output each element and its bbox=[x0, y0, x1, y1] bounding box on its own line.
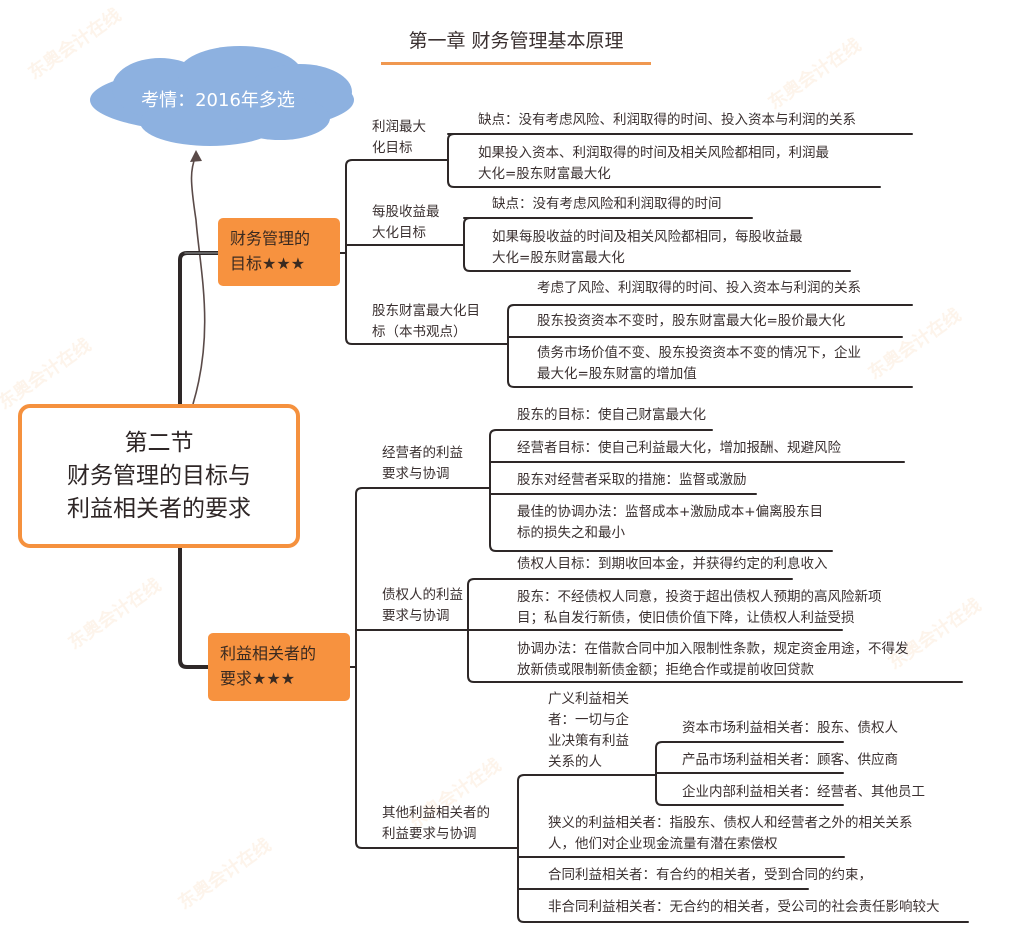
leaf-text: 最大化=股东财富的增加值 bbox=[537, 366, 697, 382]
node-label: 业决策有利益 bbox=[548, 733, 629, 749]
node-label: 股东财富最大化目 bbox=[372, 303, 480, 319]
leaf-item[interactable]: 考虑了风险、利润取得的时间、投入资本与利润的关系 bbox=[537, 278, 861, 299]
node-profit-max[interactable]: 利润最大 化目标 bbox=[372, 117, 426, 159]
leaf-item[interactable]: 缺点：没有考虑风险和利润取得的时间 bbox=[492, 194, 722, 215]
node-label: 债权人的利益 bbox=[382, 587, 463, 603]
branch-label: 要求★★★ bbox=[220, 669, 296, 688]
branch-label: 利益相关者的 bbox=[220, 644, 317, 663]
leaf-item[interactable]: 协调办法：在借款合同中加入限制性条款，规定资金用途，不得发 放新债或限制新债金额… bbox=[517, 639, 909, 681]
root-line: 第二节 bbox=[124, 429, 194, 456]
node-label: 要求与协调 bbox=[382, 466, 450, 482]
title-underline bbox=[381, 62, 651, 65]
node-label: 标（本书观点） bbox=[372, 324, 467, 340]
branch-financial-goals[interactable]: 财务管理的 目标★★★ bbox=[218, 218, 340, 286]
leaf-item[interactable]: 股东的目标：使自己财富最大化 bbox=[517, 405, 706, 426]
leaf-text: 股东投资资本不变时，股东财富最大化=股价最大化 bbox=[537, 313, 846, 329]
watermark: 东奥会计在线 bbox=[0, 334, 96, 414]
leaf-text: 合同利益相关者：有合约的相关者，受到合同的约束， bbox=[548, 867, 872, 883]
leaf-text: 产品市场利益相关者：顾客、供应商 bbox=[682, 752, 898, 768]
watermark: 东奥会计在线 bbox=[174, 834, 276, 914]
node-creditor-interests[interactable]: 债权人的利益 要求与协调 bbox=[382, 585, 463, 627]
leaf-item[interactable]: 债务市场价值不变、股东投资资本不变的情况下，企业 最大化=股东财富的增加值 bbox=[537, 343, 861, 385]
node-label: 利润最大 bbox=[372, 119, 426, 135]
leaf-text: 大化=股东财富最大化 bbox=[478, 166, 611, 182]
leaf-text: 股东：不经债权人同意，投资于超出债权人预期的高风险新项 bbox=[517, 589, 882, 605]
leaf-item[interactable]: 产品市场利益相关者：顾客、供应商 bbox=[682, 750, 898, 771]
leaf-item[interactable]: 如果投入资本、利润取得的时间及相关风险都相同，利润最 大化=股东财富最大化 bbox=[478, 143, 829, 185]
leaf-item[interactable]: 股东投资资本不变时，股东财富最大化=股价最大化 bbox=[537, 311, 845, 332]
exam-note-cloud[interactable]: 考情：2016年多选 bbox=[141, 90, 295, 111]
branch-label: 目标★★★ bbox=[230, 254, 306, 273]
leaf-text: 如果投入资本、利润取得的时间及相关风险都相同，利润最 bbox=[478, 145, 829, 161]
node-label: 大化目标 bbox=[372, 225, 426, 241]
leaf-text: 考虑了风险、利润取得的时间、投入资本与利润的关系 bbox=[537, 280, 861, 296]
leaf-text: 如果每股收益的时间及相关风险都相同，每股收益最 bbox=[492, 229, 803, 245]
watermark: 东奥会计在线 bbox=[864, 304, 966, 384]
watermark: 东奥会计在线 bbox=[24, 4, 126, 84]
branch-stakeholder-requirements[interactable]: 利益相关者的 要求★★★ bbox=[208, 633, 350, 701]
leaf-item[interactable]: 缺点：没有考虑风险、利润取得的时间、投入资本与利润的关系 bbox=[478, 110, 856, 131]
node-label: 化目标 bbox=[372, 140, 413, 156]
node-label: 利益要求与协调 bbox=[382, 826, 477, 842]
leaf-item[interactable]: 最佳的协调办法：监督成本+激励成本+偏离股东目 标的损失之和最小 bbox=[517, 502, 823, 544]
node-broad-stakeholders[interactable]: 广义利益相关 者：一切与企 业决策有利益 关系的人 bbox=[548, 689, 629, 773]
leaf-item[interactable]: 企业内部利益相关者：经营者、其他员工 bbox=[682, 782, 925, 803]
leaf-item[interactable]: 非合同利益相关者：无合约的相关者，受公司的社会责任影响较大 bbox=[548, 897, 940, 918]
leaf-text: 人，他们对企业现金流量有潜在索偿权 bbox=[548, 836, 778, 852]
node-label: 关系的人 bbox=[548, 754, 602, 770]
root-line: 财务管理的目标与 bbox=[67, 462, 251, 489]
leaf-text: 企业内部利益相关者：经营者、其他员工 bbox=[682, 784, 925, 800]
leaf-text: 最佳的协调办法：监督成本+激励成本+偏离股东目 bbox=[517, 504, 824, 520]
leaf-text: 股东对经营者采取的措施：监督或激励 bbox=[517, 472, 747, 488]
node-eps-max[interactable]: 每股收益最 大化目标 bbox=[372, 202, 440, 244]
node-other-stakeholders[interactable]: 其他利益相关者的 利益要求与协调 bbox=[382, 803, 490, 845]
leaf-text: 资本市场利益相关者：股东、债权人 bbox=[682, 720, 898, 736]
leaf-item[interactable]: 狭义的利益相关者：指股东、债权人和经营者之外的相关关系 人，他们对企业现金流量有… bbox=[548, 813, 913, 855]
root-node[interactable]: 第二节 财务管理的目标与 利益相关者的要求 bbox=[18, 404, 300, 548]
leaf-text: 债务市场价值不变、股东投资资本不变的情况下，企业 bbox=[537, 345, 861, 361]
leaf-item[interactable]: 资本市场利益相关者：股东、债权人 bbox=[682, 718, 898, 739]
leaf-text: 大化=股东财富最大化 bbox=[492, 250, 625, 266]
leaf-text: 缺点：没有考虑风险和利润取得的时间 bbox=[492, 196, 722, 212]
node-label: 广义利益相关 bbox=[548, 691, 629, 707]
leaf-text: 狭义的利益相关者：指股东、债权人和经营者之外的相关关系 bbox=[548, 815, 913, 831]
leaf-item[interactable]: 债权人目标：到期收回本金，并获得约定的利息收入 bbox=[517, 554, 828, 575]
leaf-item[interactable]: 股东：不经债权人同意，投资于超出债权人预期的高风险新项 目；私自发行新债，使旧债… bbox=[517, 587, 882, 629]
leaf-item[interactable]: 如果每股收益的时间及相关风险都相同，每股收益最 大化=股东财富最大化 bbox=[492, 227, 803, 269]
leaf-text: 经营者目标：使自己利益最大化，增加报酬、规避风险 bbox=[517, 440, 841, 456]
root-line: 利益相关者的要求 bbox=[67, 495, 251, 522]
node-label: 经营者的利益 bbox=[382, 445, 463, 461]
leaf-text: 放新债或限制新债金额；拒绝合作或提前收回贷款 bbox=[517, 662, 814, 678]
leaf-text: 非合同利益相关者：无合约的相关者，受公司的社会责任影响较大 bbox=[548, 899, 940, 915]
chapter-title: 第一章 财务管理基本原理 bbox=[408, 30, 624, 52]
leaf-item[interactable]: 经营者目标：使自己利益最大化，增加报酬、规避风险 bbox=[517, 438, 841, 459]
leaf-item[interactable]: 合同利益相关者：有合约的相关者，受到合同的约束， bbox=[548, 865, 872, 886]
node-label: 者：一切与企 bbox=[548, 712, 629, 728]
node-shareholder-wealth-max[interactable]: 股东财富最大化目 标（本书观点） bbox=[372, 301, 480, 343]
leaf-text: 股东的目标：使自己财富最大化 bbox=[517, 407, 706, 423]
watermark: 东奥会计在线 bbox=[64, 574, 166, 654]
watermark: 东奥会计在线 bbox=[764, 34, 866, 114]
leaf-item[interactable]: 股东对经营者采取的措施：监督或激励 bbox=[517, 470, 747, 491]
leaf-text: 缺点：没有考虑风险、利润取得的时间、投入资本与利润的关系 bbox=[478, 112, 856, 128]
leaf-text: 债权人目标：到期收回本金，并获得约定的利息收入 bbox=[517, 556, 828, 572]
node-label: 其他利益相关者的 bbox=[382, 805, 490, 821]
node-label: 每股收益最 bbox=[372, 204, 440, 220]
leaf-text: 标的损失之和最小 bbox=[517, 525, 625, 541]
node-manager-interests[interactable]: 经营者的利益 要求与协调 bbox=[382, 443, 463, 485]
leaf-text: 目；私自发行新债，使旧债价值下降，让债权人利益受损 bbox=[517, 610, 855, 626]
node-label: 要求与协调 bbox=[382, 608, 450, 624]
leaf-text: 协调办法：在借款合同中加入限制性条款，规定资金用途，不得发 bbox=[517, 641, 909, 657]
branch-label: 财务管理的 bbox=[230, 229, 311, 248]
